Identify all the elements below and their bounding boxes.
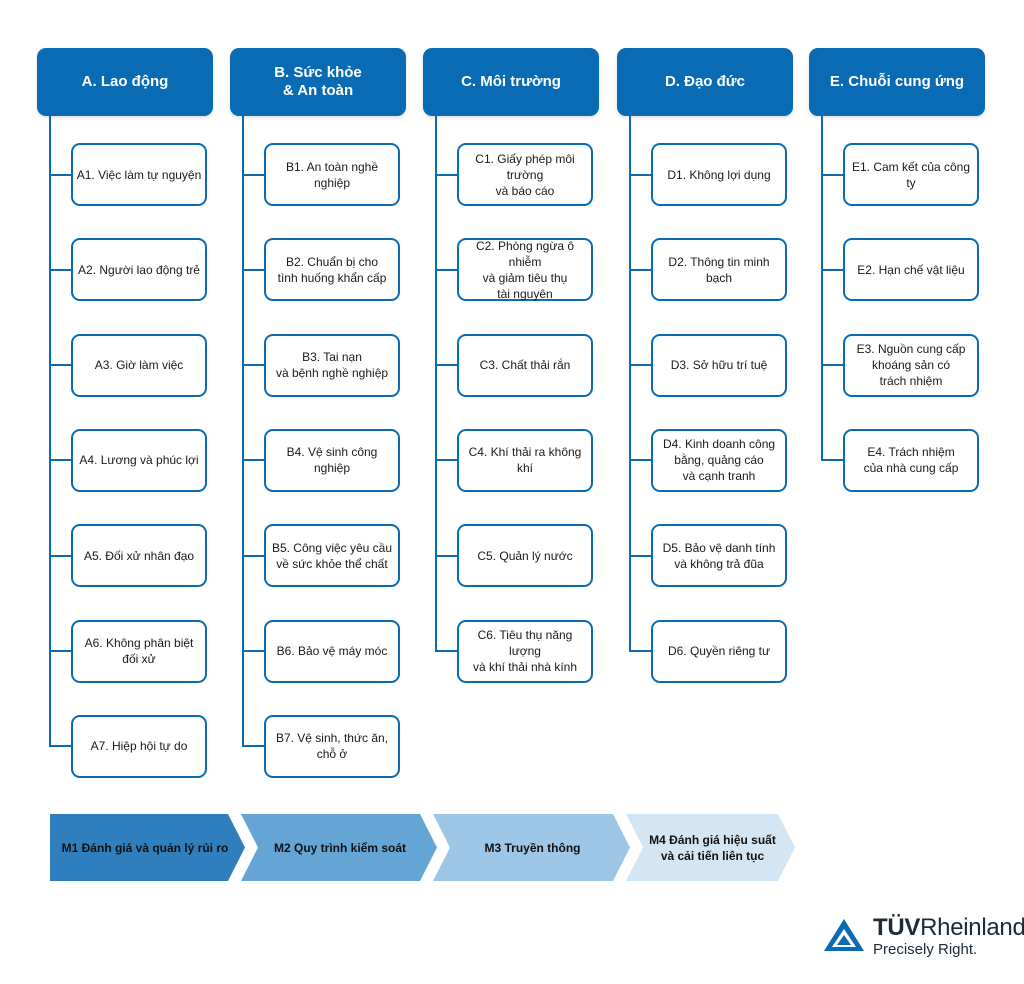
connector-branch [242,745,266,748]
column-e-header: E. Chuỗi cung ứng [809,48,985,116]
logo-brand-rest: Rheinland [920,914,1024,941]
connector-vertical [49,116,51,748]
connector-branch [49,650,73,652]
requirement-card-b5: B5. Công việc yêu cầu về sức khỏe thể ch… [264,524,400,588]
requirement-card-d6: D6. Quyền riêng tư [651,619,787,683]
connector-branch [629,459,653,462]
phase-m1-label: M1 Đánh giá và quản lý rủi ro [61,840,229,855]
connector-branch [49,364,73,367]
phase-m4-shape [626,814,795,881]
logo-tagline: Precisely Right. [873,941,978,958]
phase-m4-label: M4 Đánh giá hiệu suất và cải tiến liên t… [649,832,776,863]
connector-vertical [821,116,823,462]
requirement-card-b6: B6. Bảo vệ máy móc [264,619,400,683]
connector-branch [242,364,266,367]
connector-branch [49,745,73,748]
requirement-card-b4: B4. Vệ sinh công nghiệp [264,428,400,492]
connector-vertical [435,116,437,652]
connector-branch [435,459,459,462]
connector-branch [242,459,266,462]
requirement-card-c5: C5. Quản lý nước [457,524,593,588]
phase-m2-shape [241,814,437,881]
connector-branch [435,364,459,367]
tuv-rheinland-logo: TÜVRheinland® Precisely Right. [823,914,1024,966]
connector-branch [629,173,653,176]
requirement-card-d4: D4. Kinh doanh công bằng, quảng cáo và c… [651,428,787,492]
connector-branch [242,268,266,271]
requirement-card-a4: A4. Lương và phúc lợi [71,428,207,492]
requirement-card-e1: E1. Cam kết của công ty [843,143,979,206]
connector-branch [49,459,73,462]
phase-m1-shape [50,814,245,881]
requirement-card-b2: B2. Chuẩn bị cho tình huống khẩn cấp [264,238,400,302]
connector-branch [435,554,459,557]
connector-branch [821,459,845,462]
column-c-header: C. Môi trường [423,48,599,116]
connector-branch [49,554,73,557]
requirement-card-a6: A6. Không phân biệt đối xử [71,619,207,683]
requirement-card-b3: B3. Tai nạn và bệnh nghề nghiệp [264,333,400,397]
connector-branch [821,173,845,176]
column-a-header: A. Lao động [37,48,213,116]
requirement-card-b1: B1. An toàn nghề nghiệp [264,143,400,206]
requirement-card-c2: C2. Phòng ngừa ô nhiễm và giảm tiêu thụ … [457,238,593,302]
requirement-card-a1: A1. Việc làm tự nguyện [71,143,207,206]
requirement-card-a7: A7. Hiệp hội tự do [71,714,207,778]
connector-branch [435,650,459,652]
connector-branch [49,173,73,176]
connector-branch [435,268,459,271]
requirement-card-c1: C1. Giấy phép môi trường và báo cáo [457,143,593,206]
requirement-card-d3: D3. Sở hữu trí tuệ [651,333,787,397]
phase-arrows [50,814,795,881]
connector-branch [629,268,653,271]
requirement-card-a3: A3. Giờ làm việc [71,333,207,397]
phase-m3-shape [433,814,630,881]
phase-m3-label: M3 Truyền thông [484,840,581,855]
connector-branch [242,173,266,176]
logo-brand: TÜVRheinland® [873,914,1024,942]
connector-vertical [629,116,631,652]
logo-brand-bold: TÜV [873,914,921,941]
phase-bar: M1 Đánh giá và quản lý rủi ro M2 Quy trì… [50,814,795,881]
requirement-card-e3: E3. Nguồn cung cấp khoáng sản có trách n… [843,333,979,397]
requirement-card-c4: C4. Khí thải ra không khí [457,428,593,492]
connector-branch [242,650,266,652]
requirement-card-b7: B7. Vệ sinh, thức ăn, chỗ ở [264,714,400,778]
column-d-header: D. Đạo đức [617,48,793,116]
requirement-card-a2: A2. Người lao động trẻ [71,238,207,302]
column-b-header: B. Sức khỏe & An toàn [230,48,406,116]
connector-branch [821,268,845,271]
requirement-card-d2: D2. Thông tin minh bạch [651,238,787,302]
connector-branch [629,650,653,652]
phase-m2-label: M2 Quy trình kiểm soát [273,840,407,855]
connector-branch [242,554,266,557]
connector-branch [629,554,653,557]
requirement-card-d5: D5. Bảo vệ danh tính và không trả đũa [651,524,787,588]
requirement-card-c6: C6. Tiêu thụ năng lượng và khí thải nhà … [457,619,593,683]
triangle-logo-icon [824,919,864,951]
connector-branch [629,364,653,367]
requirement-card-c3: C3. Chất thải rắn [457,333,593,397]
requirement-card-e4: E4. Trách nhiệm của nhà cung cấp [843,428,979,492]
requirement-card-a5: A5. Đối xử nhân đạo [71,524,207,588]
connector-vertical [242,116,244,748]
requirement-card-e2: E2. Hạn chế vật liệu [843,238,979,302]
requirement-card-d1: D1. Không lợi dụng [651,143,787,206]
connector-branch [435,173,459,176]
connector-branch [49,268,73,271]
connector-branch [821,364,845,367]
